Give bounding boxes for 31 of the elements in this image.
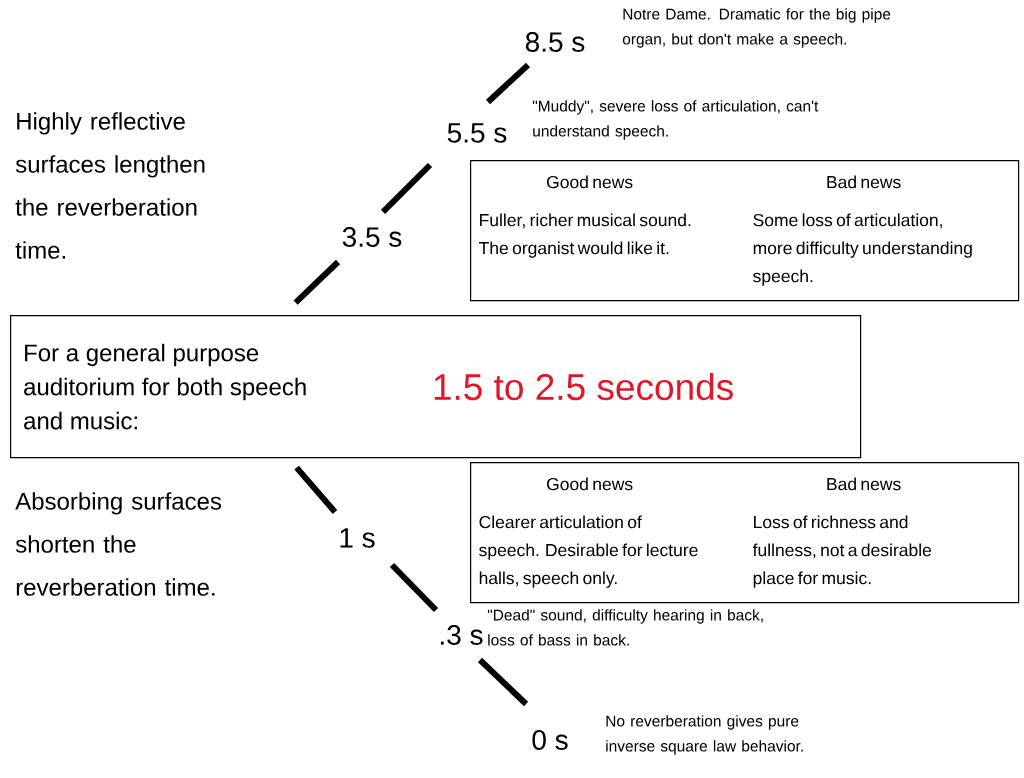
description-text: No reverberation gives pure inverse square law behavior. xyxy=(606,715,803,755)
description-text: "Muddy", severe loss of articulation, can't understand speech. xyxy=(532,100,819,140)
column-heading: Bad news xyxy=(827,477,901,491)
connector-line xyxy=(294,465,338,514)
column-heading: Bad news xyxy=(827,175,901,189)
highlight-text: 1.5 to 2.5 seconds xyxy=(434,373,733,401)
side-note: Absorbing surfaces shorten the reverberation time. xyxy=(15,492,222,596)
column-heading: Good news xyxy=(547,477,633,491)
time-value: 8.5 s xyxy=(525,32,585,52)
connector-line xyxy=(380,162,433,215)
time-value: 0 s xyxy=(532,730,568,750)
time-value: 5.5 s xyxy=(447,123,507,143)
label-text: For a general purpose auditorium for both speech and music: xyxy=(24,343,306,430)
connector-line xyxy=(485,62,531,105)
connector-line xyxy=(293,259,341,305)
column-text: Clearer articulation of speech. Desirable for lecture halls, speech only. xyxy=(479,515,698,588)
connector-line xyxy=(477,657,529,707)
time-value: 1 s xyxy=(340,528,375,548)
connector-line xyxy=(389,562,439,613)
description-text: Notre Dame. Dramatic for the big pipe organ, but don't make a speech. xyxy=(622,8,891,48)
news-box xyxy=(470,462,1020,604)
column-text: Some loss of articulation, more difficulty understanding speech. xyxy=(753,213,972,286)
side-note: Highly reflective surfaces lengthen the reverberation time. xyxy=(15,112,205,259)
column-heading: Good news xyxy=(547,175,633,189)
time-value: 3.5 s xyxy=(342,227,402,247)
description-text: "Dead" sound, difficulty hearing in back, loss of bass in back. xyxy=(487,609,763,646)
column-text: Fuller, richer musical sound. The organist would like it. xyxy=(479,213,691,258)
column-text: Loss of richness and fullness, not a desirable place for music. xyxy=(752,515,932,588)
main-box xyxy=(10,315,862,459)
time-value: .3 s xyxy=(441,625,483,645)
news-box xyxy=(470,160,1020,302)
